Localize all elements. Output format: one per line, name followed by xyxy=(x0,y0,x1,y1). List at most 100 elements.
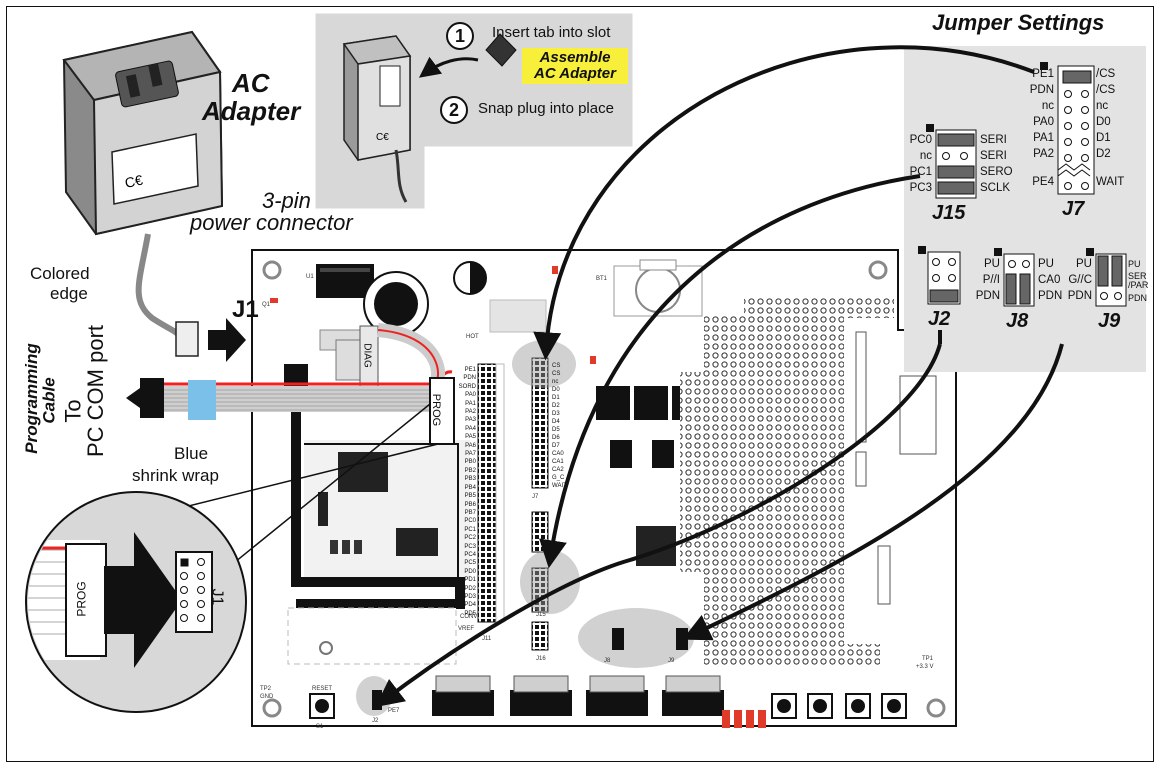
j11-pin-18: PC0 xyxy=(450,517,476,525)
j7-right-2: nc xyxy=(1096,98,1124,114)
colored-edge-label-2: edge xyxy=(50,284,88,304)
j7-left-5: PA2 xyxy=(1020,146,1054,162)
j7-right-0: /CS xyxy=(1096,66,1124,82)
j11-pin-6: PA3 xyxy=(450,416,476,424)
j7-pin-14: G_C xyxy=(552,474,567,482)
svg-text:J16: J16 xyxy=(536,656,546,662)
j15-left-2: PC1 xyxy=(896,164,932,180)
step-1-badge: 1 xyxy=(446,22,474,50)
svg-text:C€: C€ xyxy=(376,132,389,143)
j11-pin-0: PE1 xyxy=(450,366,476,374)
svg-text:RESET: RESET xyxy=(312,686,332,692)
j8-left-2: PDN xyxy=(964,288,1000,304)
j15-right-3: SCLK xyxy=(980,180,1013,196)
j11-pin-27: PD3 xyxy=(450,593,476,601)
j7-pin-7: D4 xyxy=(552,418,567,426)
programming-cable-label-1: Programming xyxy=(23,343,40,454)
j7-pin-12: CA1 xyxy=(552,458,567,466)
ac-adapter-label-1: AC xyxy=(232,70,270,96)
j7-pin-2: nc xyxy=(552,378,567,386)
j11-pin-24: PD0 xyxy=(450,568,476,576)
j7-left-labels: PE1 PDN nc PA0 PA1 PA2 PE4 xyxy=(1020,66,1054,190)
j11-pin-10: PA7 xyxy=(450,450,476,458)
j2-name: J2 xyxy=(928,308,950,331)
j7-left-0: PE1 xyxy=(1020,66,1054,82)
circuit-board xyxy=(252,250,956,728)
svg-text:S1: S1 xyxy=(316,724,324,730)
j7-pin-8: D5 xyxy=(552,426,567,434)
j8-left-labels: PU P//I PDN xyxy=(964,256,1000,304)
assemble-badge: Assemble AC Adapter xyxy=(522,48,628,84)
svg-text:BT1: BT1 xyxy=(596,276,608,282)
svg-text:J9: J9 xyxy=(668,658,675,664)
j11-pin-21: PC3 xyxy=(450,543,476,551)
j11-pin-12: PB2 xyxy=(450,467,476,475)
j11-pin-28: PD4 xyxy=(450,601,476,609)
j11-pin-13: PB3 xyxy=(450,475,476,483)
svg-text:TP2: TP2 xyxy=(260,686,272,692)
j7-pin-1: CS xyxy=(552,370,567,378)
svg-text:TP1: TP1 xyxy=(922,656,934,662)
j7-left-1: PDN xyxy=(1020,82,1054,98)
j11-pin-3: PA0 xyxy=(450,391,476,399)
j15-right-labels: SERI SERI SERO SCLK xyxy=(980,132,1013,196)
j9-left-labels: PU G//C PDN xyxy=(1056,256,1092,304)
j11-pin-16: PB6 xyxy=(450,501,476,509)
j11-pin-22: PC4 xyxy=(450,551,476,559)
j15-left-labels: PC0 nc PC1 PC3 xyxy=(896,132,932,196)
j7-pin-4: D1 xyxy=(552,394,567,402)
j11-pin-11: PB0 xyxy=(450,458,476,466)
j7-name: J7 xyxy=(1062,198,1084,221)
j7-right-1: /CS xyxy=(1096,82,1124,98)
to-pc-label-1: To xyxy=(63,399,85,422)
j9-left-2: PDN xyxy=(1056,288,1092,304)
diag-connector-label: DIAG xyxy=(362,343,373,367)
j7-pin-5: D2 xyxy=(552,402,567,410)
j11-pin-15: PB5 xyxy=(450,492,476,500)
j1-label: J1 xyxy=(232,296,259,324)
j9-right-1: SER /PAR xyxy=(1128,272,1154,290)
j11-pin-20: PC2 xyxy=(450,534,476,542)
step-2-badge: 2 xyxy=(440,96,468,124)
j7-pin-9: D6 xyxy=(552,434,567,442)
svg-text:J15: J15 xyxy=(536,612,546,618)
svg-text:+3.3 V: +3.3 V xyxy=(916,664,934,670)
svg-text:J11: J11 xyxy=(482,636,492,642)
j11-pin-26: PD2 xyxy=(450,585,476,593)
j7-pin-13: CA2 xyxy=(552,466,567,474)
assemble-badge-line2: AC Adapter xyxy=(526,66,624,82)
assemble-badge-line1: Assemble xyxy=(526,50,624,66)
j11-pin-17: PB7 xyxy=(450,509,476,517)
j11-pin-19: PC1 xyxy=(450,526,476,534)
j15-left-3: PC3 xyxy=(896,180,932,196)
j7-right-5: D2 xyxy=(1096,146,1124,162)
colored-edge-label-1: Colored xyxy=(30,264,90,284)
blue-shrink-label-1: Blue xyxy=(174,444,208,464)
j7-pin-6: D3 xyxy=(552,410,567,418)
j11-pin-9: PA6 xyxy=(450,442,476,450)
svg-text:U1: U1 xyxy=(306,274,314,280)
j7-pin-10: D7 xyxy=(552,442,567,450)
svg-text:J2: J2 xyxy=(372,718,379,724)
svg-text:Q1: Q1 xyxy=(262,302,271,308)
j7-right-4: D1 xyxy=(1096,130,1124,146)
j9-right-0: PU xyxy=(1128,256,1154,272)
prog-connector-label: PROG xyxy=(430,394,442,426)
j9-left-1: G//C xyxy=(1056,272,1092,288)
j7-pin-11: CA0 xyxy=(552,450,567,458)
j11-pin-14: PB4 xyxy=(450,484,476,492)
j9-name: J9 xyxy=(1098,310,1120,333)
inset-prog-label: PROG xyxy=(75,581,89,616)
svg-text:J8: J8 xyxy=(604,658,611,664)
j11-pin-23: PC5 xyxy=(450,559,476,567)
j7-left-6: PE4 xyxy=(1020,174,1054,190)
j9-right-labels: PU SER /PAR PDN xyxy=(1128,256,1154,306)
j7-left-3: PA0 xyxy=(1020,114,1054,130)
j7-pin-0: CS xyxy=(552,362,567,370)
ac-adapter-label-2: Adapter xyxy=(202,98,300,124)
j8-left-0: PU xyxy=(964,256,1000,272)
j15-right-2: SERO xyxy=(980,164,1013,180)
step-2-text: Snap plug into place xyxy=(478,100,614,117)
